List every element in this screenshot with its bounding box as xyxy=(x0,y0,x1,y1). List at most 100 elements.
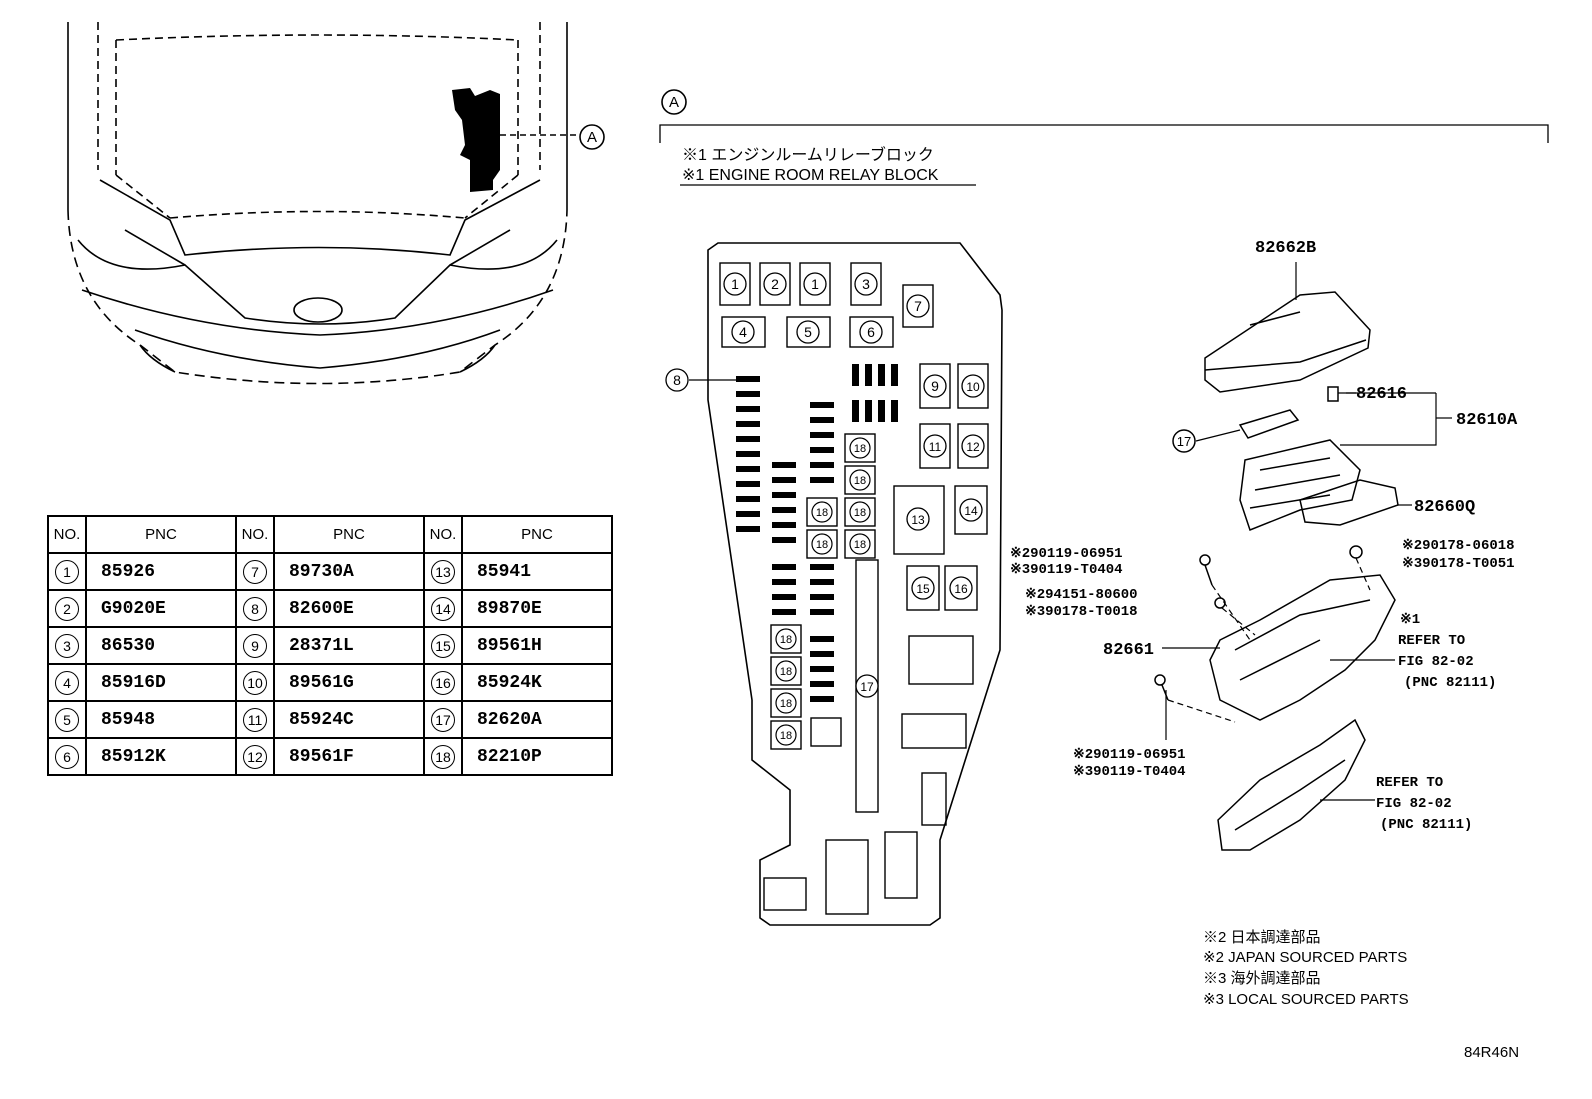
car-front-illustration xyxy=(67,22,568,385)
block-label-18c: 18 xyxy=(854,507,866,519)
item-number: 3 xyxy=(55,633,79,658)
note-1: ※2 日本調達部品 xyxy=(1203,929,1321,946)
block-label-6: 6 xyxy=(867,324,875,340)
refer-2-line2: FIG 82-02 xyxy=(1376,796,1452,812)
table-cell-pnc: 82210P xyxy=(461,737,613,776)
note-2: ※2 JAPAN SOURCED PARTS xyxy=(1203,949,1407,966)
view-marker-a: A xyxy=(669,94,679,111)
table-cell-no: 2 xyxy=(47,589,87,628)
relay-block-location xyxy=(452,88,500,192)
table-cell-no: 9 xyxy=(235,626,275,665)
block-label-4: 4 xyxy=(739,324,747,340)
block-label-1b: 1 xyxy=(811,276,819,292)
table-cell-no: 5 xyxy=(47,700,87,739)
header-no: NO. xyxy=(423,515,463,554)
block-label-11: 11 xyxy=(929,440,942,454)
item-number: 4 xyxy=(55,670,79,695)
part-82616: 82616 xyxy=(1356,385,1407,404)
item-number: 9 xyxy=(243,633,267,658)
relay-block-note-jp: ※1 エンジンルームリレーブロック xyxy=(682,145,934,164)
item-number: 7 xyxy=(243,559,267,584)
item-number: 8 xyxy=(243,596,267,621)
table-cell-pnc: 86530 xyxy=(85,626,237,665)
block-label-17: 17 xyxy=(860,680,874,694)
block-label-7: 7 xyxy=(914,298,922,314)
item-number: 1 xyxy=(55,559,79,584)
relay-block-note-en: ※1 ENGINE ROOM RELAY BLOCK xyxy=(682,167,939,184)
fastener-8: ※390119-T0404 xyxy=(1073,764,1186,780)
block-label-18e: 18 xyxy=(816,539,828,551)
block-label-18b: 18 xyxy=(854,475,866,487)
table-cell-pnc: 82620A xyxy=(461,700,613,739)
item-number: 6 xyxy=(55,744,79,769)
block-label-9: 9 xyxy=(931,378,939,394)
refer-1-line1: REFER TO xyxy=(1398,633,1465,649)
table-cell-pnc: 28371L xyxy=(273,626,425,665)
item-number: 12 xyxy=(243,744,267,769)
block-label-18g: 18 xyxy=(780,634,792,646)
part-82660q: 82660Q xyxy=(1414,498,1475,517)
table-cell-no: 18 xyxy=(423,737,463,776)
table-cell-pnc: 89870E xyxy=(461,589,613,628)
fuse-slots xyxy=(736,364,898,702)
item-number: 11 xyxy=(243,707,267,732)
block-label-14: 14 xyxy=(964,504,978,518)
relay-block-layout xyxy=(707,242,1003,926)
fastener-4: ※390178-T0051 xyxy=(1402,556,1515,572)
table-cell-pnc: 89561H xyxy=(461,626,613,665)
part-17-marker: 17 xyxy=(1177,434,1191,449)
table-cell-no: 11 xyxy=(235,700,275,739)
refer-2-line1: REFER TO xyxy=(1376,775,1443,791)
header-no: NO. xyxy=(47,515,87,554)
note-4: ※3 LOCAL SOURCED PARTS xyxy=(1203,991,1409,1008)
block-label-8: 8 xyxy=(673,372,681,388)
block-label-13: 13 xyxy=(911,513,925,527)
block-label-5: 5 xyxy=(804,324,812,340)
table-cell-no: 17 xyxy=(423,700,463,739)
note-3: ※3 海外調達部品 xyxy=(1203,970,1321,987)
block-label-18a: 18 xyxy=(854,443,866,455)
table-cell-pnc: 85924C xyxy=(273,700,425,739)
table-cell-pnc: 85948 xyxy=(85,700,237,739)
table-cell-no: 15 xyxy=(423,626,463,665)
exploded-parts-illustration xyxy=(1154,262,1452,851)
fastener-2: ※390119-T0404 xyxy=(1010,562,1123,578)
table-header-row: NO. PNC NO. PNC NO. PNC xyxy=(47,515,613,554)
block-label-3: 3 xyxy=(862,276,870,292)
table-cell-no: 13 xyxy=(423,552,463,591)
table-cell-no: 7 xyxy=(235,552,275,591)
table-cell-pnc: 89561G xyxy=(273,663,425,702)
refer-1-line2: FIG 82-02 xyxy=(1398,654,1474,670)
table-cell-no: 14 xyxy=(423,589,463,628)
table-cell-pnc: 85912K xyxy=(85,737,237,776)
refer-2-line3: (PNC 82111) xyxy=(1380,817,1472,833)
figure-code: 84R46N xyxy=(1464,1044,1519,1061)
header-pnc: PNC xyxy=(461,515,613,554)
callout-marker-a: A xyxy=(587,129,597,146)
part-82662b: 82662B xyxy=(1255,239,1316,258)
table-cell-no: 4 xyxy=(47,663,87,702)
table-cell-no: 12 xyxy=(235,737,275,776)
block-label-2: 2 xyxy=(771,276,779,292)
table-cell-pnc: 85941 xyxy=(461,552,613,591)
fastener-3: ※290178-06018 xyxy=(1402,538,1515,554)
header-no: NO. xyxy=(235,515,275,554)
block-number-markers: 1 2 1 3 7 4 5 6 8 9 10 11 12 13 14 15 16… xyxy=(665,272,985,746)
fastener-6: ※390178-T0018 xyxy=(1025,604,1138,620)
block-label-18j: 18 xyxy=(780,730,792,742)
table-cell-pnc: 89730A xyxy=(273,552,425,591)
block-label-1a: 1 xyxy=(731,276,739,292)
refer-1-line3: (PNC 82111) xyxy=(1404,675,1496,691)
item-number: 13 xyxy=(431,559,455,584)
item-number: 15 xyxy=(431,633,455,658)
block-label-18h: 18 xyxy=(780,666,792,678)
table-cell-pnc: 85924K xyxy=(461,663,613,702)
table-cell-no: 1 xyxy=(47,552,87,591)
header-pnc: PNC xyxy=(85,515,237,554)
block-label-18d: 18 xyxy=(816,507,828,519)
